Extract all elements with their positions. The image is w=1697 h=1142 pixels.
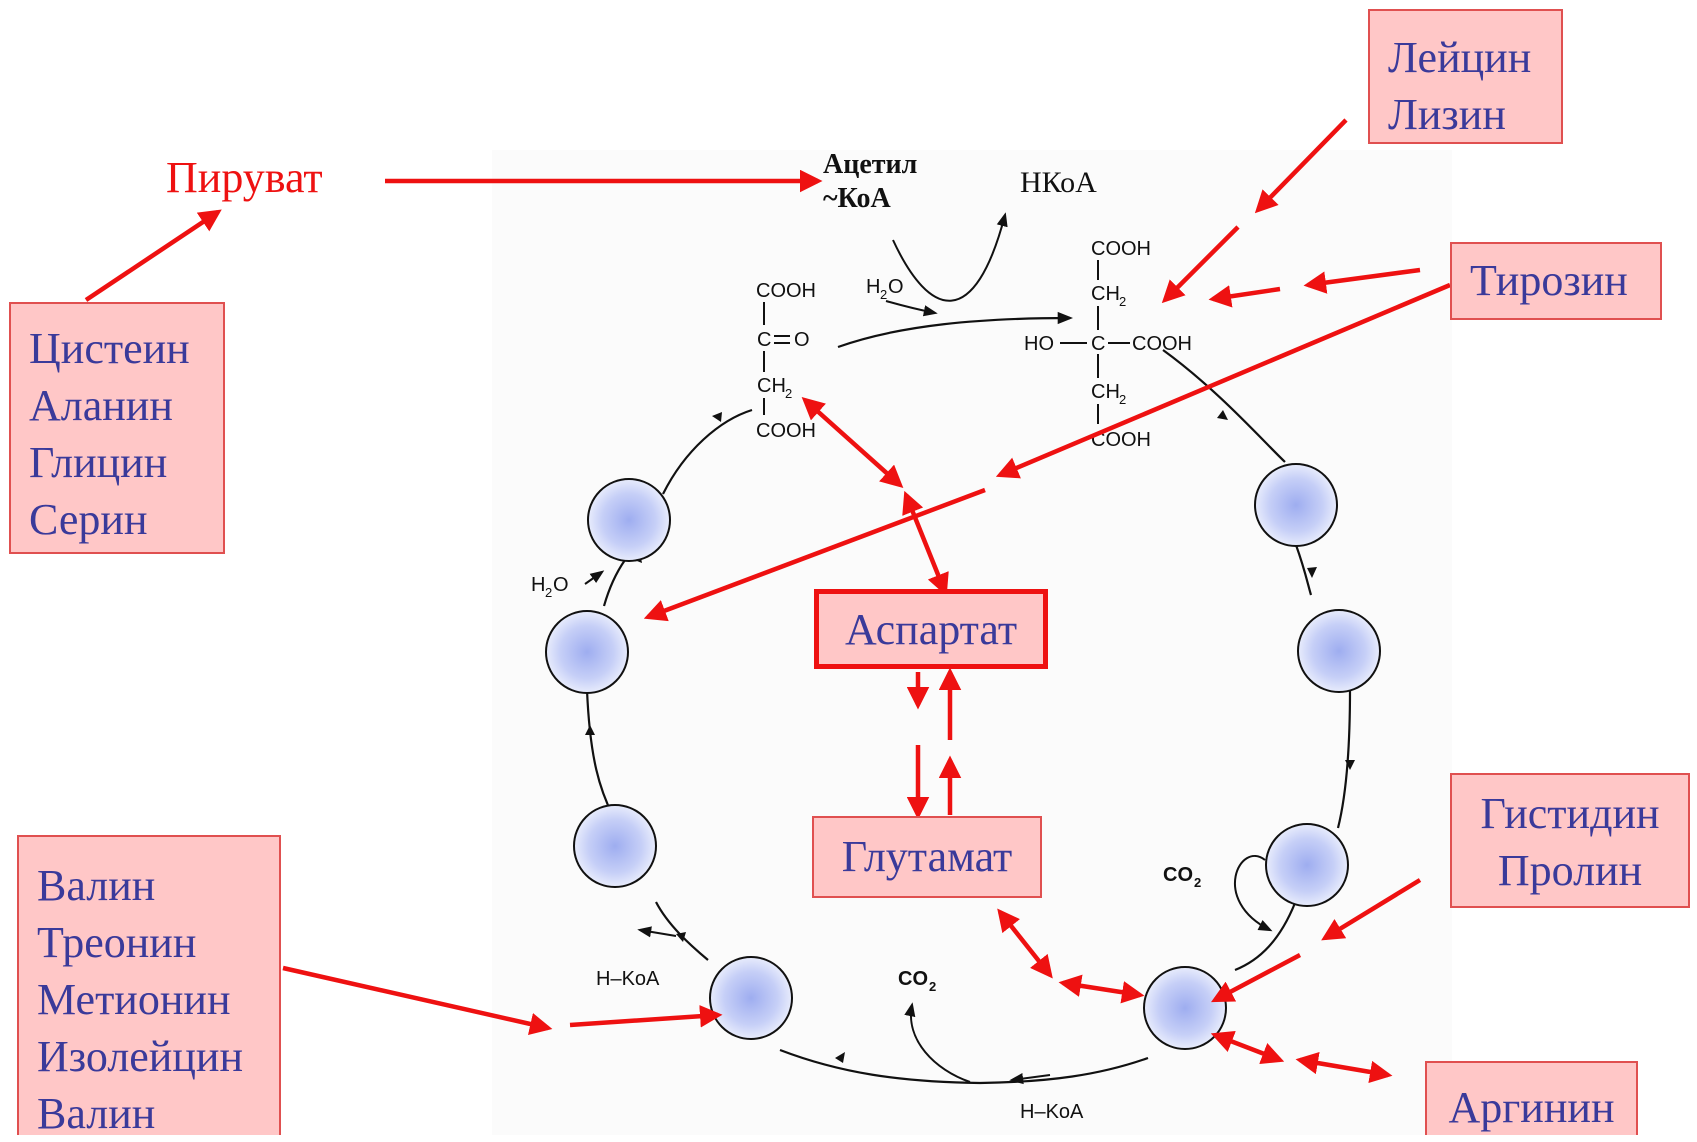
methionine-label: Метионин <box>37 975 231 1024</box>
cysteine-group-box: Цистеин Аланин Глицин Серин <box>9 302 225 554</box>
red-arrows <box>84 118 1451 1084</box>
histidine-label: Гистидин <box>1480 789 1660 838</box>
hkoa-left-label: H–KoA <box>596 968 660 990</box>
svg-text:2: 2 <box>785 386 792 401</box>
svg-text:C: C <box>757 329 771 351</box>
svg-text:COOH: COOH <box>1091 238 1151 260</box>
svg-text:2: 2 <box>1119 294 1126 309</box>
acetyl-line-2: ~КоА <box>823 183 891 214</box>
svg-text:2: 2 <box>929 979 936 994</box>
arginine-box: Аргинин <box>1425 1061 1638 1135</box>
cycle-node <box>545 610 629 694</box>
arginine-node-arrow-1 <box>1210 1030 1285 1065</box>
tyrosine-box: Тирозин <box>1450 242 1662 320</box>
cysteine-to-pyruvate-arrow <box>84 209 222 302</box>
tyrosine-label: Тирозин <box>1470 256 1628 305</box>
proline-label: Пролин <box>1497 846 1643 895</box>
svg-text:O: O <box>794 329 810 351</box>
lysine-label: Лизин <box>1388 90 1506 139</box>
glutamate-label: Глутамат <box>841 832 1013 881</box>
h2o-top-label: H 2 O <box>866 276 904 302</box>
oaa-aspartate-arrow-2 <box>902 490 949 597</box>
valine-arrow-1 <box>282 965 553 1035</box>
tyrosine-to-cycle-arrow-1 <box>995 282 1451 479</box>
isoleucine-label: Изолейцин <box>37 1032 243 1081</box>
serine-label: Серин <box>29 495 148 544</box>
glutamate-node-arrow-1 <box>997 908 1053 979</box>
histidine-proline-box: Гистидин Пролин <box>1450 773 1690 908</box>
hkoa-top-label: НКоА <box>1020 166 1097 199</box>
cycle-node <box>709 956 793 1040</box>
alanine-label: Аланин <box>29 381 173 430</box>
svg-text:HO: HO <box>1024 333 1054 355</box>
threonine-label: Треонин <box>37 918 197 967</box>
aspartate-label: Аспартат <box>844 605 1018 654</box>
oxaloacetate-structure: COOH C O CH 2 COOH <box>756 280 816 442</box>
oaa-aspartate-arrow-1 <box>801 396 904 489</box>
svg-text:2: 2 <box>880 287 887 302</box>
citrate-structure: COOH CH 2 HO C COOH CH 2 COOH <box>1024 238 1192 451</box>
svg-text:COOH: COOH <box>756 280 816 302</box>
tyrosine-arrow-2 <box>1208 285 1281 308</box>
leucine-arrow-1 <box>1254 118 1348 214</box>
svg-text:O: O <box>553 574 569 596</box>
leucine-label: Лейцин <box>1388 33 1532 82</box>
svg-text:H: H <box>866 276 880 298</box>
valine-arrow-2 <box>569 1004 723 1028</box>
co2-right-label: CO 2 <box>1163 864 1201 890</box>
svg-text:CH: CH <box>1091 381 1120 403</box>
svg-text:COOH: COOH <box>756 420 816 442</box>
valine-label-2: Валин <box>37 1089 156 1138</box>
svg-text:2: 2 <box>545 585 552 600</box>
aspartate-box: Аспартат <box>814 589 1048 669</box>
svg-text:CO: CO <box>898 968 928 990</box>
svg-text:O: O <box>888 276 904 298</box>
valine-label: Валин <box>37 861 156 910</box>
cycle-node <box>1254 463 1338 547</box>
acetyl-coa-label: Ацетил ~КоА <box>823 148 917 216</box>
glycine-label: Глицин <box>29 438 168 487</box>
side-arrows <box>584 212 1273 1085</box>
h2o-left-label: H 2 O <box>531 574 569 600</box>
svg-text:C: C <box>1091 333 1105 355</box>
tyrosine-arrow-1 <box>1303 267 1421 294</box>
co2-bottom-label: CO 2 <box>898 968 936 994</box>
svg-text:COOH: COOH <box>1132 333 1192 355</box>
cycle-node <box>587 478 671 562</box>
hkoa-bottom-label: H–KoA <box>1020 1101 1084 1123</box>
histidine-arrow-1 <box>1321 878 1422 941</box>
svg-text:H: H <box>531 574 545 596</box>
svg-text:2: 2 <box>1194 875 1201 890</box>
arginine-label: Аргинин <box>1448 1083 1615 1132</box>
valine-group-box: Валин Треонин Метионин Изолейцин Валин <box>17 835 281 1138</box>
svg-text:CO: CO <box>1163 864 1193 886</box>
cysteine-label: Цистеин <box>29 324 190 373</box>
cycle-node <box>573 804 657 888</box>
pyruvate-label: Пируват <box>166 153 323 202</box>
glutamate-box: Глутамат <box>812 816 1042 898</box>
cycle-nodes <box>545 463 1381 1050</box>
glutamate-node-arrow-2 <box>1058 974 1145 1004</box>
svg-text:CH: CH <box>1091 283 1120 305</box>
svg-text:COOH: COOH <box>1091 429 1151 451</box>
histidine-arrow-2 <box>1211 953 1302 1003</box>
svg-text:2: 2 <box>1119 392 1126 407</box>
cycle-node <box>1265 823 1349 907</box>
svg-text:CH: CH <box>757 375 786 397</box>
leucine-arrow-2 <box>1161 225 1240 304</box>
arginine-node-arrow-2 <box>1295 1051 1393 1084</box>
cycle-node <box>1297 609 1381 693</box>
acetyl-line-1: Ацетил <box>823 149 918 180</box>
cycle-node <box>1143 966 1227 1050</box>
leucine-lysine-box: Лейцин Лизин <box>1368 9 1563 144</box>
